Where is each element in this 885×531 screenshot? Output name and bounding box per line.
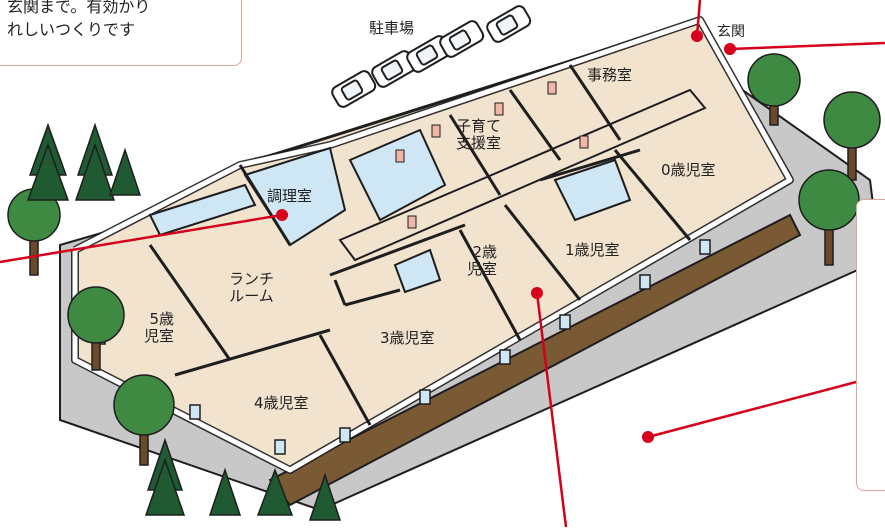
trees (7, 53, 881, 521)
car (331, 70, 377, 108)
glass-area-center (348, 128, 447, 222)
tree (798, 169, 860, 266)
label-childcare-support: 子育て 支援室 (456, 117, 502, 153)
car (486, 5, 532, 43)
glass-area-corridor (148, 183, 257, 237)
conifer (26, 122, 70, 201)
callout-box-top: 玄関まで。有効かり れしいつくりです (0, 0, 242, 66)
tree (7, 188, 61, 276)
callout-top-line1: 玄関まで。有効かり (7, 0, 151, 16)
conifer (208, 467, 242, 516)
label-entrance: 玄関 (717, 24, 745, 40)
conifer (74, 122, 116, 201)
label-parking: 駐車場 (369, 19, 415, 37)
callout-top-line2: れしいつくりです (7, 20, 136, 40)
tree (747, 53, 801, 126)
label-age2: 2歳 児室 (467, 243, 498, 279)
conifer (256, 467, 294, 516)
label-age5: 5歳 児室 (144, 310, 175, 346)
parked-cars (331, 5, 532, 108)
glass-area-hall (393, 248, 442, 294)
interior-walls (148, 64, 692, 426)
glass-area-1yr (553, 158, 632, 222)
tree (823, 91, 881, 181)
label-office: 事務室 (587, 66, 633, 84)
doors (395, 81, 589, 229)
tree (113, 374, 175, 466)
conifer (308, 472, 342, 521)
callout-box-right (856, 199, 885, 491)
label-age1: 1歳児室 (565, 241, 620, 259)
label-age0: 0歳児室 (661, 161, 716, 179)
conifer (144, 437, 186, 516)
car (406, 35, 452, 73)
label-lunch-room: ランチ ルーム (229, 270, 275, 306)
conifer (108, 147, 142, 196)
label-age4: 4歳児室 (254, 394, 309, 412)
label-kitchen: 調理室 (267, 187, 313, 205)
tree (67, 286, 125, 371)
label-age3: 3歳児室 (380, 329, 435, 347)
car (439, 20, 485, 58)
